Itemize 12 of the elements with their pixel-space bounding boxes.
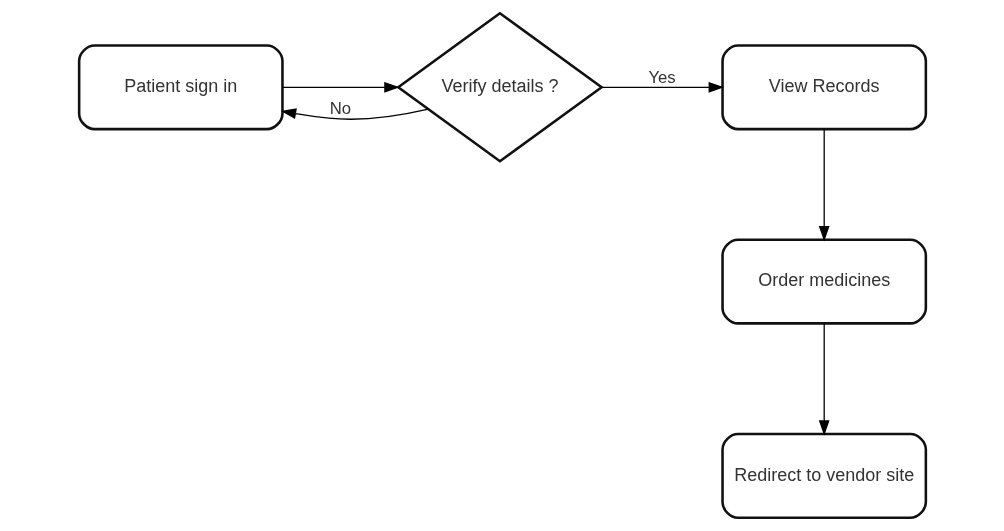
node-box: Order medicines xyxy=(720,238,927,325)
arrow xyxy=(280,108,429,120)
node-box: Patient sign in xyxy=(77,44,284,131)
arrow xyxy=(818,323,830,436)
node-diamond: Verify details ? xyxy=(395,11,604,163)
edge-label: Yes xyxy=(647,67,676,87)
node-box: Redirect to vendor site xyxy=(720,432,927,519)
node-box: View Records xyxy=(720,44,927,131)
arrow xyxy=(818,128,830,242)
arrow xyxy=(281,81,400,93)
arrow xyxy=(600,81,724,93)
edge-label: No xyxy=(329,98,351,118)
